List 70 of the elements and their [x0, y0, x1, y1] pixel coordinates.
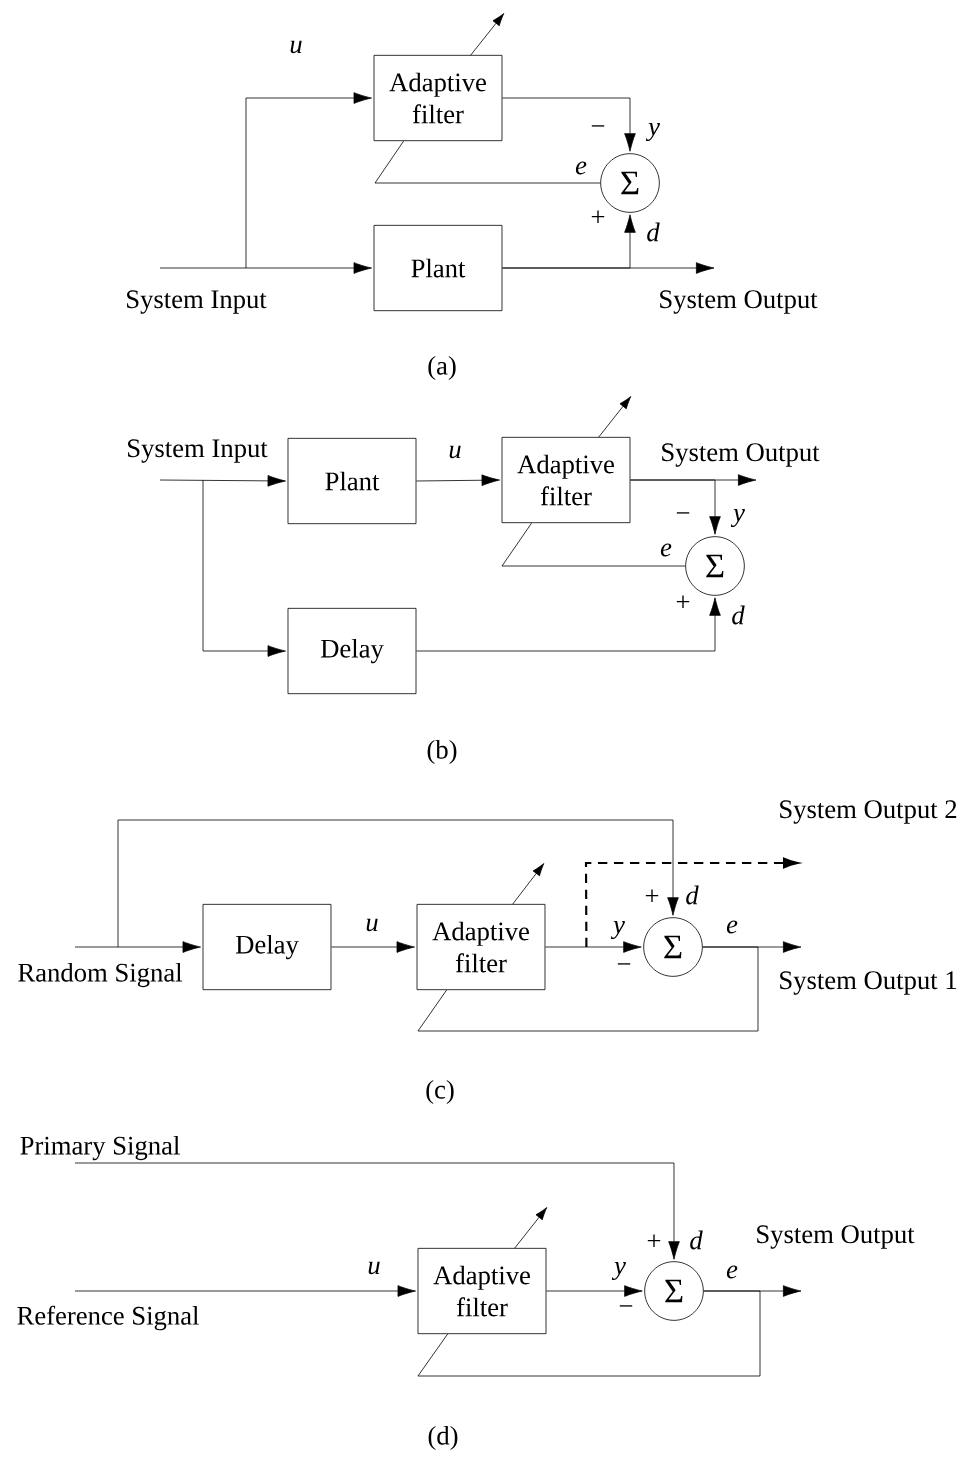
arrow: [502, 262, 715, 274]
signal-line: [374, 140, 601, 184]
sign-label: +: [676, 595, 690, 608]
sign-label: +: [591, 210, 605, 223]
process-box: Plant: [373, 224, 503, 312]
arrow: [245, 92, 372, 269]
signal-label: System Output 1: [780, 971, 957, 995]
signal-label: e: [575, 161, 587, 175]
sign-label: −: [619, 1305, 633, 1307]
arrow: [159, 262, 372, 274]
process-box: Adaptive filter: [501, 436, 631, 524]
panel-caption: (d): [428, 1425, 458, 1451]
signal-label: u: [449, 445, 461, 459]
sign-label: −: [591, 125, 605, 127]
signal-label: Primary Signal: [20, 1135, 180, 1161]
signal-label: y: [730, 509, 745, 527]
process-box: Adaptive filter: [373, 54, 503, 142]
process-box: Delay: [202, 903, 332, 991]
arrow: [117, 819, 679, 948]
sign-label: +: [647, 1234, 661, 1247]
panel-caption: (a): [428, 355, 456, 381]
arrow: [331, 941, 415, 953]
signal-line: [501, 522, 686, 567]
summing-junction: Σ: [644, 1261, 704, 1321]
signal-label: d: [686, 885, 699, 905]
arrow: [416, 597, 721, 652]
arrow: [545, 941, 642, 953]
signal-label: System Output: [757, 1225, 915, 1249]
signal-label: u: [368, 1261, 380, 1275]
process-box: Adaptive filter: [417, 1247, 547, 1335]
signal-label: System Output 2: [780, 800, 957, 824]
signal-label: u: [290, 40, 302, 54]
summing-junction: Σ: [685, 536, 745, 596]
signal-label: System Input: [128, 439, 268, 463]
arrow: [502, 97, 636, 152]
arrow: [546, 1285, 643, 1297]
arrow: [74, 1285, 416, 1297]
signal-label: d: [732, 605, 745, 625]
process-box: Delay: [287, 607, 417, 695]
signal-label: y: [610, 921, 625, 939]
summing-junction: Σ: [600, 153, 660, 213]
signal-label: e: [726, 1265, 738, 1279]
arrow: [74, 1162, 680, 1260]
arrow: [416, 474, 500, 486]
signal-label: Reference Signal: [17, 1305, 199, 1331]
arrow: [630, 479, 721, 535]
signal-label: System Output: [660, 290, 818, 314]
summing-junction: Σ: [643, 917, 703, 977]
signal-label: d: [690, 1230, 703, 1250]
signal-line: [417, 946, 759, 1032]
signal-label: y: [645, 123, 660, 141]
signal-line: [417, 1290, 761, 1377]
process-box: Plant: [287, 437, 417, 525]
sign-label: −: [676, 512, 690, 514]
sign-label: +: [645, 889, 659, 902]
arrow: [74, 941, 201, 953]
panel-caption: (c): [426, 1079, 454, 1105]
arrow: [159, 475, 286, 487]
signal-label: e: [660, 543, 672, 557]
signal-label: u: [366, 918, 378, 932]
arrow: [202, 479, 286, 657]
panel-caption: (b): [427, 739, 457, 765]
signal-label: Random Signal: [18, 962, 183, 988]
process-box: Adaptive filter: [416, 903, 546, 991]
signal-label: d: [647, 222, 660, 242]
signal-label: System Output: [662, 443, 820, 467]
sign-label: −: [617, 963, 631, 965]
signal-label: y: [611, 1262, 626, 1280]
signal-label: System Input: [127, 290, 267, 314]
signal-label: e: [726, 920, 738, 934]
